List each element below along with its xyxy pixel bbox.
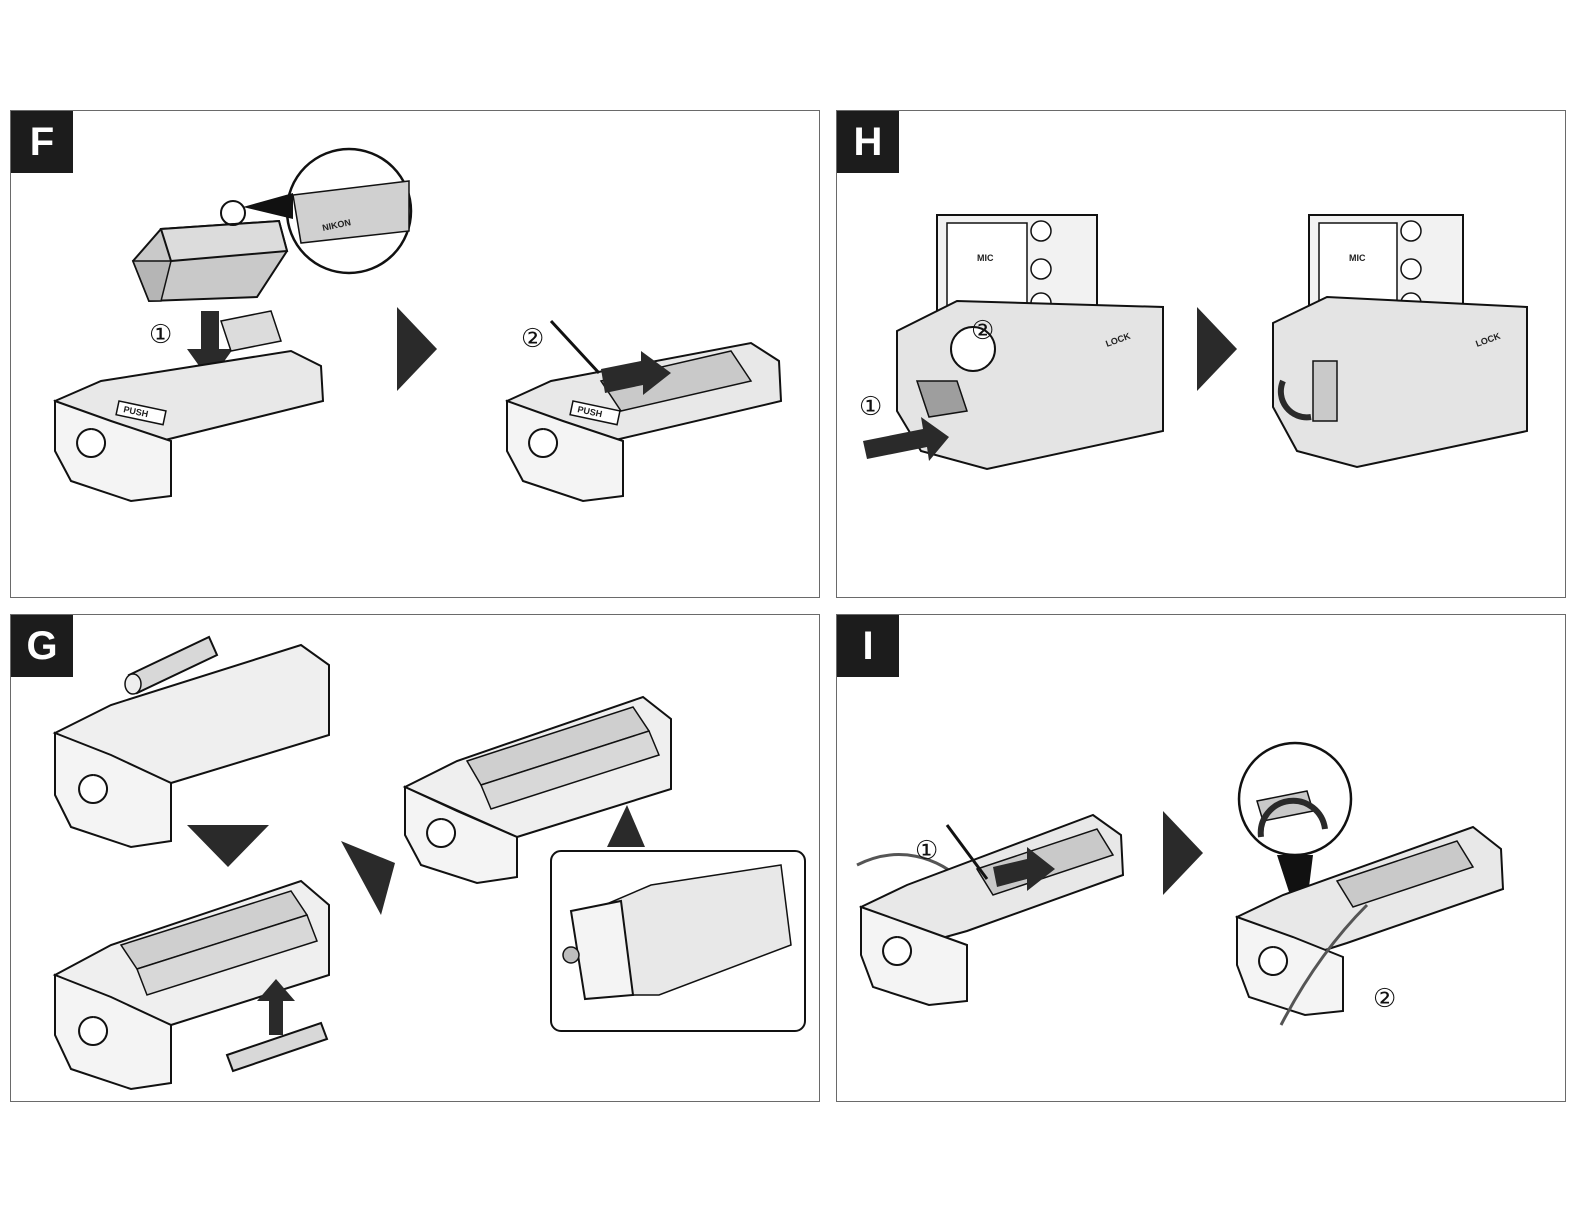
step-1-marker-h: ① (859, 392, 882, 422)
press-latch-arrow (551, 321, 599, 373)
battery-holder-tray-left: PUSH (55, 311, 323, 501)
camera-with-grip-left: MIC LOCK ① ② (859, 215, 1163, 469)
mic-label-right: MIC (1349, 253, 1366, 263)
next-step-arrow-h (1197, 307, 1237, 391)
battery-holder-with-cable-left: ① (857, 815, 1123, 1005)
panel-i: I ① ② (836, 614, 1566, 1102)
next-step-arrow-down (187, 825, 269, 867)
panel-f-illustration: NIKON ① PUSH PUSH (11, 111, 820, 598)
panel-f: F NIKON ① PUSH (10, 110, 820, 598)
panel-g-illustration (11, 615, 820, 1102)
panel-h: H MIC LOCK ① ② MIC (836, 110, 1566, 598)
step-2-marker-i: ② (1373, 984, 1396, 1014)
step-2-marker-h: ② (971, 316, 994, 346)
battery-holder-tray-right: PUSH ② (507, 321, 781, 501)
next-step-arrow (397, 307, 437, 391)
mic-label-left: MIC (977, 253, 994, 263)
aa-holder-filled (55, 881, 329, 1089)
camera-with-grip-right: MIC LOCK (1273, 215, 1527, 467)
li-ion-battery (133, 221, 287, 301)
step-1-marker: ① (149, 320, 172, 350)
panel-i-illustration: ① ② (837, 615, 1566, 1102)
battery-holder-with-cable-right: ② (1237, 743, 1503, 1025)
next-step-arrow-diagonal (341, 841, 395, 915)
step-2-marker: ② (521, 324, 544, 354)
aa-holder-empty (55, 645, 329, 847)
panel-h-illustration: MIC LOCK ① ② MIC LOCK (837, 111, 1566, 598)
panel-g: G (10, 614, 820, 1102)
step-1-marker-i: ① (915, 836, 938, 866)
aa-holder-detail-inset (551, 805, 805, 1031)
next-step-arrow-i (1163, 811, 1203, 895)
